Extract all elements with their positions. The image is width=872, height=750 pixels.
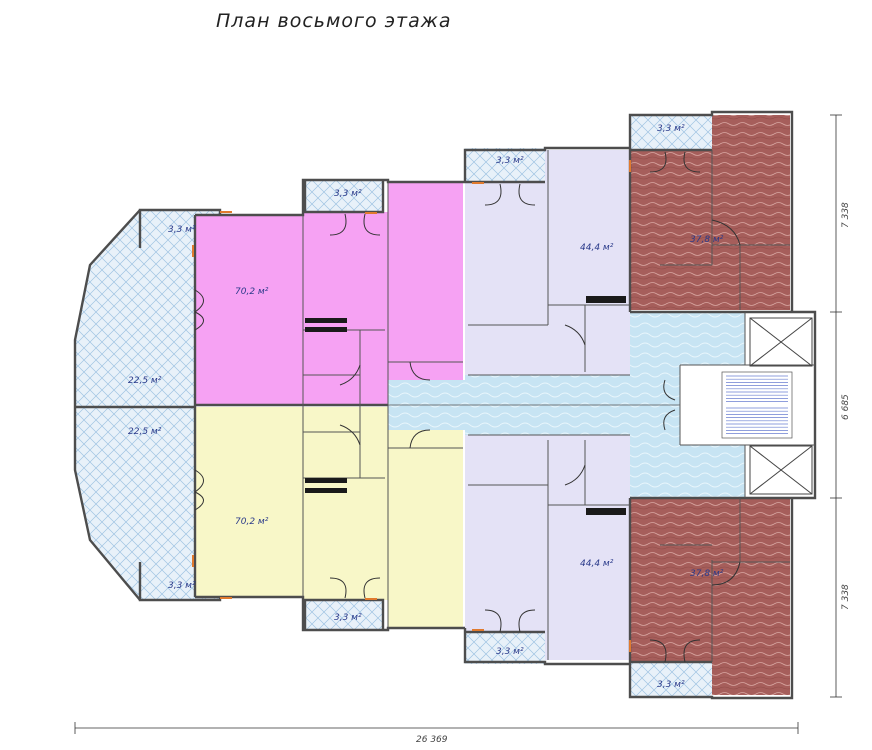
apartment-yellow-hall xyxy=(303,407,393,600)
dimension-lines xyxy=(74,114,842,734)
apartment-pink-bedroom xyxy=(388,182,463,382)
balcony-lavender-top-fill xyxy=(465,148,545,182)
label-balcony-left-bottom: 3,3 м² xyxy=(168,581,196,591)
balcony-yellow-fill xyxy=(305,600,383,630)
window-marks xyxy=(192,160,631,652)
label-apt-brown-bottom: 37,8 м² xyxy=(690,569,724,579)
apartment-brown-bottom xyxy=(630,498,790,695)
label-loggia-bottom: 22,5 м² xyxy=(128,427,162,437)
label-apt-pink: 70,2 м² xyxy=(235,287,269,297)
stair-block xyxy=(680,365,810,445)
apartment-pink-hall xyxy=(303,212,393,405)
lift-shafts xyxy=(749,317,813,495)
balcony-brown-bottom-fill xyxy=(630,662,712,697)
balcony-brown-top-fill xyxy=(630,115,712,150)
label-apt-lav-bottom: 44,4 м² xyxy=(580,559,614,569)
label-balcony-brown-bottom: 3,3 м² xyxy=(657,680,685,690)
label-balcony-pink: 3,3 м² xyxy=(334,189,362,199)
label-balcony-lav-top: 3,3 м² xyxy=(496,156,524,166)
label-balcony-yellow: 3,3 м² xyxy=(334,613,362,623)
label-balcony-left-top: 3,3 м² xyxy=(168,225,196,235)
label-loggia-top: 22,5 м² xyxy=(128,376,162,386)
plan-title: План восьмого этажа xyxy=(216,10,452,32)
label-apt-brown-top: 37,8 м² xyxy=(690,235,724,245)
fixtures xyxy=(305,296,626,515)
balcony-lavender-bottom-fill xyxy=(465,632,545,664)
inner-walls xyxy=(302,150,815,662)
label-apt-lav-top: 44,4 м² xyxy=(580,243,614,253)
doors xyxy=(194,151,741,663)
dimension-right-bottom: 7 338 xyxy=(841,584,851,610)
dimension-right-middle: 6 685 xyxy=(841,394,851,420)
dimension-right-top: 7 338 xyxy=(841,202,851,228)
label-balcony-brown-top: 3,3 м² xyxy=(657,124,685,134)
label-apt-yellow: 70,2 м² xyxy=(235,517,269,527)
outer-walls xyxy=(73,110,817,700)
label-balcony-lav-bottom: 3,3 м² xyxy=(496,647,524,657)
loggia-left xyxy=(75,210,195,600)
balcony-pink-fill xyxy=(305,180,383,212)
apartment-yellow-bedroom xyxy=(388,428,463,628)
apartment-brown-top xyxy=(630,115,790,310)
staircase xyxy=(721,371,793,439)
dimension-width-total: 26 369 xyxy=(416,735,448,745)
stair-frame xyxy=(721,371,793,439)
